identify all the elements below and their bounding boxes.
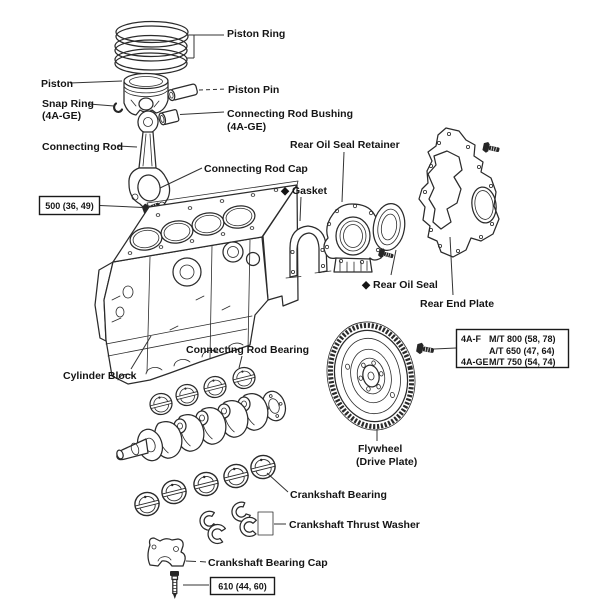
label-crankshaft-bearing-cap: Crankshaft Bearing Cap	[208, 557, 328, 569]
rear-oil-seal-retainer-drawing	[323, 203, 386, 273]
connecting-rod-drawing	[128, 110, 171, 213]
crankshaft-bearing-cap-drawing	[147, 537, 186, 567]
label-flywheel: Flywheel	[358, 443, 402, 455]
cylinder-block-drawing	[94, 180, 299, 385]
rear-oil-seal-drawing	[372, 203, 406, 251]
flywheel-drawing	[326, 321, 416, 431]
label-connecting-rod-bushing-variant: (4A-GE)	[227, 121, 266, 133]
torque-box-flywheel: 4A-F M/T 800 (58, 78) A/T 650 (47, 64) 4…	[455, 328, 570, 369]
rear-end-plate-bolt	[481, 140, 501, 156]
torque-box-connecting-rod-cap: 500 (36, 49)	[38, 195, 101, 216]
labels-layer: Piston Ring Piston Piston Pin Snap Ring …	[41, 28, 494, 569]
torque-value-connecting-rod-cap: 500 (36, 49)	[45, 201, 94, 211]
connecting-rod-bushing-drawing	[158, 109, 180, 126]
label-piston-pin: Piston Pin	[228, 84, 279, 96]
label-connecting-rod: Connecting Rod	[42, 141, 123, 153]
label-connecting-rod-cap: Connecting Rod Cap	[204, 163, 308, 175]
crankshaft-bearings-drawing	[131, 452, 279, 519]
label-connecting-rod-bearing: Connecting Rod Bearing	[186, 344, 309, 356]
label-snap-ring: Snap Ring	[42, 98, 94, 110]
torque-flywheel-engine-1: 4A-F	[461, 334, 482, 344]
label-snap-ring-variant: (4A-GE)	[42, 110, 81, 122]
torque-flywheel-spec-3: M/T 750 (54, 74)	[489, 357, 556, 367]
thrust-washers-drawing	[197, 500, 274, 548]
label-piston-ring: Piston Ring	[227, 28, 285, 40]
main-bearing-cap-bolt	[170, 571, 179, 599]
torque-value-main-bearing-cap: 610 (44, 60)	[218, 582, 267, 592]
gasket-drawing	[285, 225, 332, 279]
rear-end-plate-drawing	[418, 127, 500, 258]
label-connecting-rod-bushing: Connecting Rod Bushing	[227, 108, 353, 120]
leader-lines	[69, 80, 457, 586]
crankshaft-drawing	[116, 389, 287, 462]
piston-drawing	[123, 72, 169, 116]
label-piston: Piston	[41, 78, 73, 90]
label-rear-end-plate: Rear End Plate	[420, 298, 494, 310]
torque-flywheel-spec-1: M/T 800 (58, 78)	[489, 334, 556, 344]
flywheel-bolt	[415, 341, 436, 357]
label-rear-oil-seal-retainer: Rear Oil Seal Retainer	[290, 139, 400, 151]
label-rear-oil-seal: ◆ Rear Oil Seal	[361, 279, 438, 291]
label-gasket: ◆ Gasket	[280, 185, 328, 197]
label-cylinder-block: Cylinder Block	[63, 370, 137, 382]
torque-box-main-bearing-cap: 610 (44, 60)	[209, 576, 276, 596]
label-crankshaft-thrust-washer: Crankshaft Thrust Washer	[289, 519, 420, 531]
torque-flywheel-engine-2: 4A-GE	[461, 357, 489, 367]
label-crankshaft-bearing: Crankshaft Bearing	[290, 489, 387, 501]
torque-flywheel-spec-2: A/T 650 (47, 64)	[489, 346, 555, 356]
snap-ring-drawing	[113, 102, 124, 113]
piston-ring-drawing	[114, 20, 224, 75]
label-flywheel-variant: (Drive Plate)	[356, 456, 417, 468]
piston-pin-drawing	[167, 83, 198, 102]
